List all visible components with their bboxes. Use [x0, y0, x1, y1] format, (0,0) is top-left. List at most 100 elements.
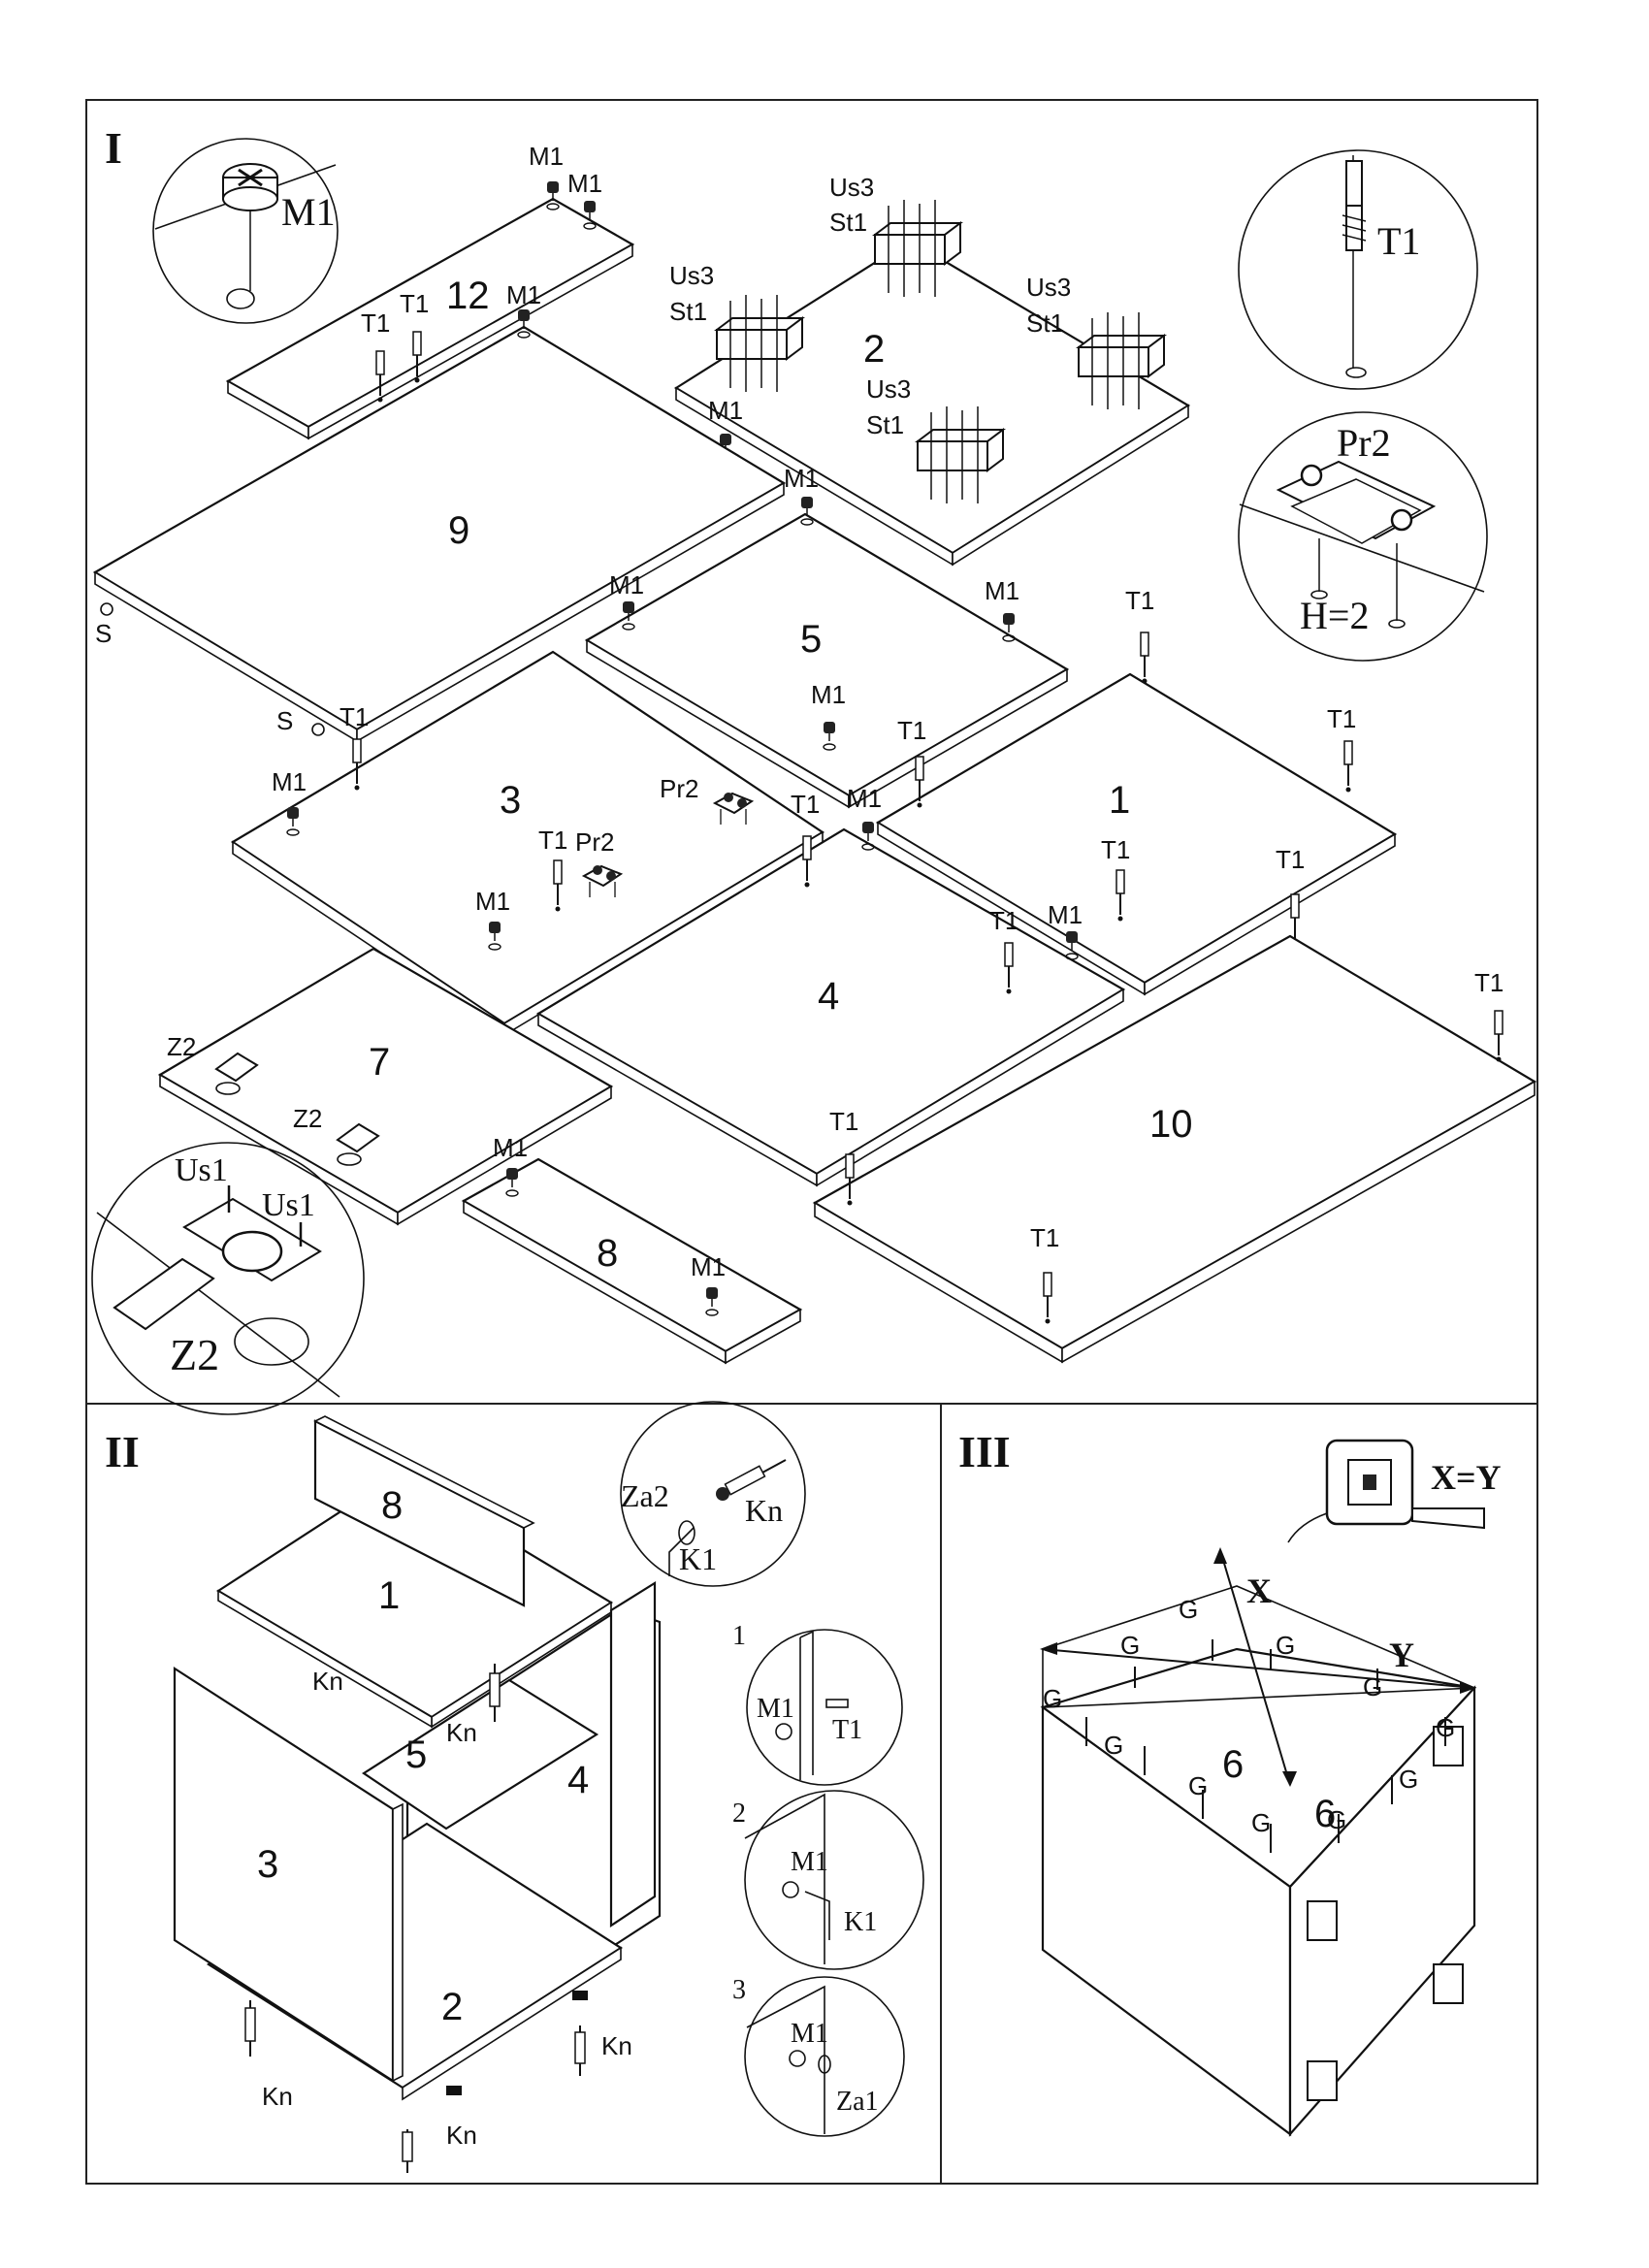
- svg-text:Kn: Kn: [446, 2121, 477, 2150]
- hinge-detail-label: Z2: [170, 1330, 219, 1379]
- tape-measure-icon: [1287, 1439, 1485, 1543]
- outer-frame: [85, 99, 1538, 2185]
- hardware-labels-section-1: M1 M1 T1 T1 M1 Us3 St1 Us3 St1 Us3 St1 U…: [95, 142, 1504, 1281]
- svg-text:T1: T1: [1276, 845, 1305, 874]
- ii-panel-number-3: 3: [257, 1843, 278, 1886]
- panel-number-7: 7: [369, 1041, 390, 1084]
- panel-5: [584, 496, 1070, 809]
- svg-text:M1: M1: [811, 680, 846, 709]
- step-number-1: 1: [732, 1621, 746, 1651]
- svg-text:Kn: Kn: [601, 2031, 632, 2060]
- svg-text:Kn: Kn: [745, 1493, 783, 1528]
- svg-text:M1: M1: [272, 767, 307, 796]
- svg-text:K1: K1: [844, 1907, 877, 1937]
- svg-text:M1: M1: [691, 1252, 726, 1281]
- svg-text:Us3: Us3: [829, 173, 874, 202]
- svg-text:T1: T1: [1474, 968, 1504, 997]
- svg-text:M1: M1: [506, 280, 541, 309]
- section-label-3: III: [958, 1427, 1011, 1476]
- hardware-labels-section-2: Kn Kn Kn Kn Kn: [262, 1667, 632, 2150]
- svg-text:M1: M1: [567, 169, 602, 198]
- svg-text:St1: St1: [669, 297, 707, 326]
- svg-text:M1: M1: [847, 784, 882, 813]
- hinge-detail-icon: Us1 Us1 Z2: [91, 1142, 365, 1415]
- diagonal-y-label: Y: [1389, 1636, 1414, 1674]
- svg-text:M1: M1: [1048, 900, 1083, 929]
- panel-number-5: 5: [800, 618, 822, 661]
- hinge-height-label: H=2: [1300, 594, 1369, 637]
- hinge-screw-label-2: Us1: [262, 1187, 315, 1223]
- cam-lock-detail-label: M1: [281, 190, 336, 234]
- dowel-detail-label: T1: [1377, 219, 1420, 263]
- panel-number-4: 4: [818, 975, 839, 1018]
- panel-12: [225, 180, 635, 440]
- diagonal-formula: X=Y: [1431, 1458, 1502, 1497]
- ii-panel-number-4: 4: [567, 1759, 589, 1801]
- svg-text:T1: T1: [1030, 1223, 1059, 1252]
- svg-text:T1: T1: [897, 716, 926, 745]
- panel-1: [875, 632, 1398, 996]
- iii-panel-number-6b: 6: [1314, 1793, 1336, 1835]
- svg-text:T1: T1: [400, 289, 429, 318]
- svg-text:St1: St1: [1026, 308, 1064, 338]
- svg-text:T1: T1: [829, 1107, 858, 1136]
- svg-text:Pr2: Pr2: [575, 827, 614, 857]
- panel-number-12: 12: [446, 275, 490, 317]
- dowel-g-labels: G G G G G G G G G G G: [1043, 1595, 1455, 1837]
- panel-4: [535, 821, 1126, 1187]
- svg-text:Us3: Us3: [866, 374, 911, 404]
- svg-text:G: G: [1251, 1808, 1271, 1837]
- svg-text:M1: M1: [784, 464, 819, 493]
- panel-number-9: 9: [448, 509, 469, 552]
- hinge-plate-detail-icon: Pr2 H=2: [1238, 411, 1488, 662]
- svg-text:Za1: Za1: [836, 2087, 879, 2117]
- svg-text:T1: T1: [1125, 586, 1154, 615]
- svg-text:Za2: Za2: [621, 1478, 669, 1513]
- svg-text:T1: T1: [989, 906, 1018, 935]
- svg-text:T1: T1: [538, 826, 567, 855]
- hinge-plate-label: Pr2: [1337, 421, 1391, 465]
- step-3-detail-icon: M1 Za1: [744, 1976, 905, 2137]
- svg-text:S: S: [276, 706, 293, 735]
- svg-text:G: G: [1327, 1805, 1346, 1834]
- svg-text:G: G: [1043, 1684, 1062, 1713]
- svg-text:Z2: Z2: [167, 1032, 196, 1061]
- ii-panel-number-8: 8: [381, 1484, 403, 1527]
- svg-text:G: G: [1104, 1731, 1123, 1760]
- step-number-2: 2: [732, 1798, 746, 1829]
- svg-text:Us3: Us3: [669, 261, 714, 290]
- svg-text:M1: M1: [757, 1694, 794, 1724]
- svg-text:Z2: Z2: [293, 1104, 322, 1133]
- svg-text:T1: T1: [361, 308, 390, 338]
- svg-text:T1: T1: [791, 790, 820, 819]
- cam-lock-tool-detail-icon: Za2 Kn K1: [620, 1401, 806, 1587]
- svg-text:G: G: [1179, 1595, 1198, 1624]
- svg-text:S: S: [95, 619, 112, 648]
- iii-panel-number-6a: 6: [1222, 1743, 1244, 1786]
- svg-text:T1: T1: [340, 702, 369, 731]
- panel-9: [92, 308, 787, 743]
- section-label-2: II: [105, 1427, 140, 1476]
- panel-2: [673, 199, 1191, 567]
- svg-text:M1: M1: [791, 2019, 828, 2049]
- section-label-1: I: [105, 123, 122, 173]
- step-number-3: 3: [732, 1975, 746, 2005]
- panel-number-10: 10: [1149, 1103, 1193, 1146]
- svg-text:G: G: [1276, 1631, 1295, 1660]
- svg-text:Pr2: Pr2: [660, 774, 698, 803]
- step-2-detail-icon: M1 K1: [744, 1790, 924, 1970]
- step-1-detail-icon: M1 T1: [746, 1629, 903, 1786]
- svg-text:T1: T1: [832, 1715, 862, 1745]
- svg-text:Kn: Kn: [446, 1718, 477, 1747]
- cam-lock-detail-icon: M1: [152, 138, 339, 324]
- svg-text:G: G: [1399, 1765, 1418, 1794]
- panel-10: [812, 934, 1537, 1364]
- svg-text:M1: M1: [985, 576, 1019, 605]
- svg-text:St1: St1: [866, 410, 904, 439]
- ii-panel-number-1: 1: [378, 1574, 400, 1617]
- svg-text:Kn: Kn: [312, 1667, 343, 1696]
- ii-panel-number-2: 2: [441, 1986, 463, 2028]
- svg-text:Kn: Kn: [262, 2082, 293, 2111]
- svg-text:M1: M1: [493, 1133, 528, 1162]
